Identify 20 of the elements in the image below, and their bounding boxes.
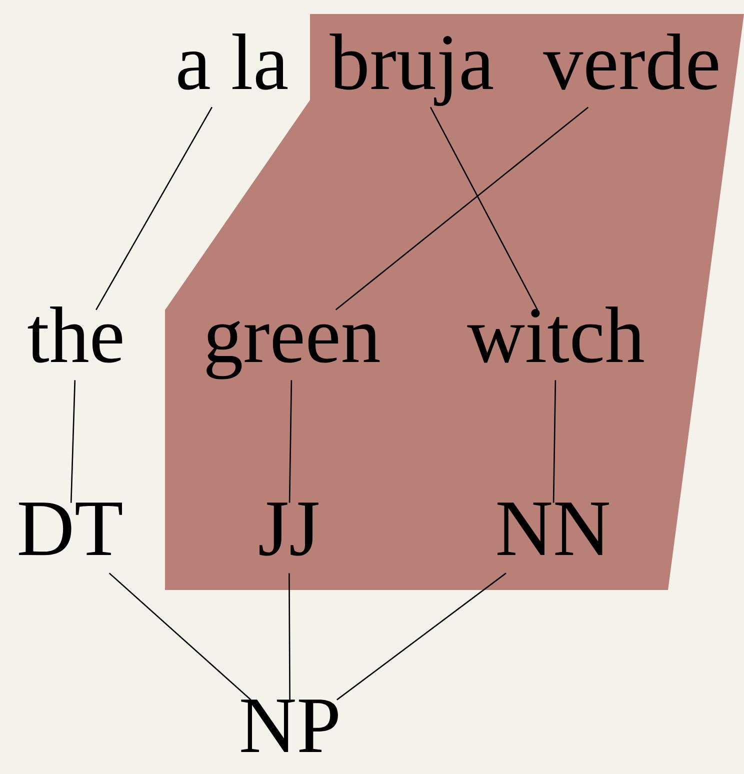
tree-line	[288, 380, 292, 503]
word-label: a la	[178, 34, 288, 90]
tree-line	[288, 573, 290, 700]
word-label: witch	[467, 306, 644, 363]
word-label: JJ	[260, 502, 318, 556]
word-label: bruja	[330, 34, 494, 106]
word-label: NN	[498, 502, 609, 555]
word-label: NP	[241, 700, 338, 752]
word-label: verde	[543, 34, 718, 90]
tree-line	[336, 572, 506, 700]
word-label: green	[206, 320, 380, 380]
word-label: DT	[18, 502, 122, 556]
highlight-band	[165, 14, 744, 590]
tree-line	[430, 106, 538, 310]
tree-line	[70, 380, 76, 503]
tree-line	[335, 106, 589, 310]
tree-line	[108, 572, 252, 700]
tree-line	[96, 106, 212, 310]
word-label: the	[28, 306, 122, 363]
tree-line	[552, 380, 556, 503]
